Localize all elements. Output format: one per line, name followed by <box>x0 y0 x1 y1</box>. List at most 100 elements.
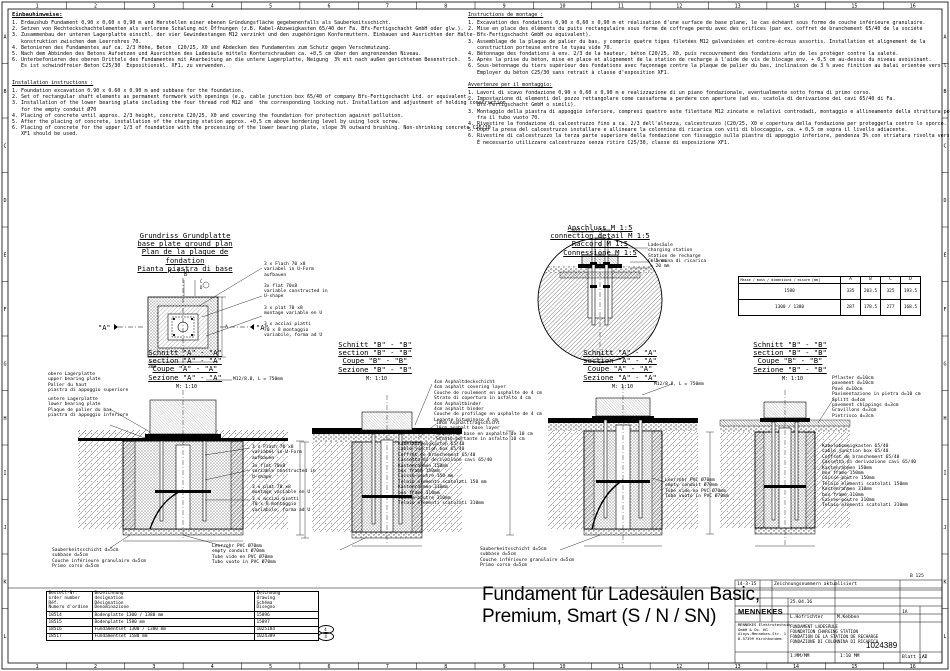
dim-table-cell: 193.5 <box>900 282 921 300</box>
view-title-line: section "B" - "B" <box>753 348 827 358</box>
view-title-line: section "A" - "A" <box>583 356 657 366</box>
view-title-line: Anschluss M 1:5 <box>567 223 633 232</box>
note-line: 3. Montaggio della piastra di appoggio i… <box>468 108 950 115</box>
note-line: 5. Dopo la presa del calcestruzzo instal… <box>468 127 908 134</box>
label-rod-mid: 3 x plat 70 x8 montage variable en U 3 x… <box>264 306 323 339</box>
frame-col-label: 1 <box>36 4 39 10</box>
tb-company: MENNEKES Elektrotechnik GmbH & Co. KG Al… <box>738 622 791 641</box>
frame-col-label: 15 <box>851 4 857 10</box>
note-line: 2. Mise en place des éléments du puits r… <box>468 26 923 33</box>
dim-table-header: C <box>880 276 901 284</box>
label-b-clean: Sauberkeitsschicht d=5cm subbase d=5cm C… <box>480 547 575 569</box>
label-lower-plate: untere Lagerplatte lower bearing plate P… <box>48 397 129 419</box>
notes-de: 1. Erdaushub Fundament 0,90 x 0,60 x 0,9… <box>12 20 476 70</box>
frame-row-label: J <box>943 525 946 531</box>
frame-col-label: 2 <box>94 4 97 10</box>
revision-mark <box>319 612 333 619</box>
frame-col-label: 2 <box>94 664 97 670</box>
frame-row-label: H <box>943 416 946 422</box>
note-line: 3. Assemblage de la plaque de palier du … <box>468 38 926 45</box>
parts-table-spacer <box>319 592 333 612</box>
frame-row-label: K <box>3 579 6 585</box>
frame-col-label: 8 <box>444 664 447 670</box>
frame-row-label: E <box>3 252 6 258</box>
view-title-line: Coupe "A" - "A" <box>152 364 218 374</box>
frame-col-label: 14 <box>793 664 799 670</box>
drawing-title-line1: Fundament für Ladesäulen Basic, <box>482 584 760 605</box>
parts-table-cell: Bodenplatte 1580 mm <box>92 618 255 627</box>
frame-row-label: I <box>943 470 946 476</box>
tb-drawn-by: L.Hofrichter <box>790 615 824 620</box>
view-title-line: section "B" - "B" <box>338 348 412 358</box>
dim-table-cell: 1300 / 1380 <box>738 298 841 316</box>
section-a-scale: M: 1:10 <box>176 384 198 390</box>
parts-table-cell: 18515 <box>46 618 93 627</box>
dim-table-cell: 287 <box>840 298 861 316</box>
revision-mark <box>319 619 333 626</box>
svg-text:D: D <box>200 285 203 290</box>
frame-row-label: G <box>943 361 946 367</box>
frame-col-label: 6 <box>328 664 331 670</box>
note-line: 1. Lavori di scavo fondazione 0,90 x 0,6… <box>468 90 872 96</box>
tb-logo: MENNEKES <box>738 607 783 616</box>
dim-table-cell: 325 <box>880 282 901 300</box>
label-upper-plate: obere Lagerplatte upper bearing plate Pa… <box>48 372 129 394</box>
tb-checked-by: M.Kebben <box>837 615 860 620</box>
frame-col-label: 7 <box>386 664 389 670</box>
view-title-line: Pianta piastra di base <box>137 263 233 273</box>
tb-date2: 14-3-15 <box>737 582 757 587</box>
note-line: 5. Nach dem Abbinden des Betons Aufsetze… <box>12 51 422 58</box>
note-line: 3. Zusammenbau der unteren Lagerplatte e… <box>12 32 476 39</box>
frame-col-label: 10 <box>560 664 566 670</box>
note-line: Es ist schwindfreier Beton C25/30 Exposi… <box>12 63 226 70</box>
dim-table-cell: 335 <box>840 282 861 300</box>
frame-row-label: A <box>943 34 946 40</box>
dim-table-header: B <box>860 276 881 284</box>
view-title-line: Coupe "B" - "B" <box>757 356 823 366</box>
frame-col-label: 5 <box>269 664 272 670</box>
section-b-scale: M: 1:10 <box>366 376 388 382</box>
view-title-line: Schnitt "A" - "A" <box>148 348 222 357</box>
view-title-line: Connessione M 1:5 <box>563 247 637 257</box>
parts-table-cell: Bodenplatte 1300 / 1380 mm <box>92 611 255 620</box>
frame-row-label: D <box>943 198 946 204</box>
parts-table-header: Bezeichnung designation Désignation Deno… <box>92 590 255 613</box>
revision-mark: 4 <box>317 632 334 642</box>
note-line: 3. Installation of the lower bearing pla… <box>12 100 506 107</box>
note-line: 4. Rivestire la fondazione di calcestruz… <box>468 121 947 128</box>
frame-row-label: K <box>943 579 946 585</box>
view-title-line: Sezione "A" - "A" <box>148 372 222 382</box>
frame-col-label: 12 <box>676 664 682 670</box>
drawing-title-line2: Premium, Smart (S / N / SN) <box>482 606 717 627</box>
note-line: construction porteuse entre le tuyau vid… <box>468 44 613 51</box>
label-conn-plus: + 5 mm = 20 mm <box>650 259 670 270</box>
frame-col-label: 3 <box>152 664 155 670</box>
note-line: 6. Rivestire di calcestruzzo la terza pa… <box>468 133 950 140</box>
frame-col-label: 13 <box>735 4 741 10</box>
label-r-kabel: Kabelabzweigkasten 65/40 cable junction … <box>822 444 917 509</box>
frame-col-label: 15 <box>851 664 857 670</box>
frame-col-label: 4 <box>211 4 214 10</box>
frame-col-label: 10 <box>560 4 566 10</box>
note-line: 1. Erdaushub Fundament 0,90 x 0,60 x 0,9… <box>12 20 392 26</box>
view-title-line: Schnitt "B" - "B" <box>753 340 827 349</box>
svg-text:B: B <box>184 272 187 278</box>
section-b2-title: Schnitt "B" - "B"section "B" - "B"Coupe … <box>735 340 845 374</box>
frame-col-label: 7 <box>386 4 389 10</box>
frame-row-label: D <box>3 198 6 204</box>
frame-col-label: 6 <box>328 4 331 10</box>
note-line: 1. Foundation excavation 0.90 x 0.60 x 0… <box>12 88 244 94</box>
parts-table-cell: Fundamentset 1580 mm <box>92 632 255 641</box>
tb-sheet: Blatt 1/1 <box>902 655 927 660</box>
frame-row-label: F <box>3 307 6 313</box>
view-title-line: Schnitt "A" - "A" <box>583 348 657 357</box>
section-a-title: Schnitt "A" - "A"section "A" - "A"Coupe … <box>130 348 240 382</box>
label-a-rod4: 3 x acciai piatti 70 x 8 montaggio varia… <box>252 497 311 513</box>
tb-drawing-number: 1024389 <box>866 641 898 650</box>
note-line: 6. Sous-bétonnage du tiers supérieur des… <box>468 63 950 70</box>
frame-row-label: H <box>3 416 6 422</box>
note-line: È necessario utilizzare calcestruzzo sen… <box>468 139 730 146</box>
parts-table-cell: 1025184 <box>254 625 319 634</box>
